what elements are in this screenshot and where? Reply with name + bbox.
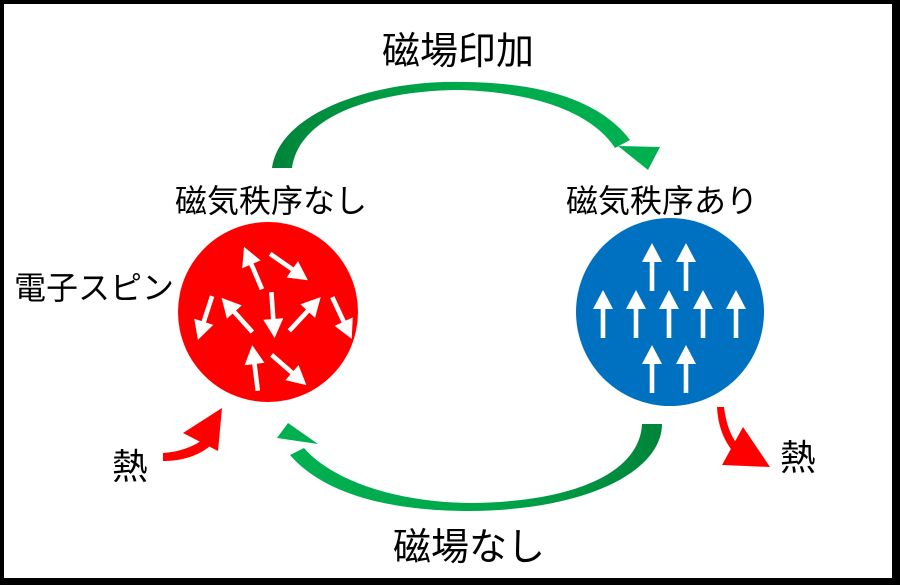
spin-arrow [287,297,321,333]
remove-field-arrow [277,423,662,511]
heat-out-arrow-head [722,427,770,467]
spin-arrow [693,290,713,338]
apply-field-arrow-head [618,146,660,170]
disordered-spin-sphere [178,222,358,402]
spin-arrow [593,290,613,338]
spin-arrow [242,246,265,291]
remove-field-arrow-head [277,423,318,444]
heat-in-label: 熱 [112,447,149,488]
spin-arrow [263,291,284,338]
spin-arrow [626,290,646,338]
magnetic-order-label: 磁気秩序あり [566,182,759,220]
spin-arrow [270,353,307,386]
heat-out-arrow-body [717,407,737,449]
spin-arrow [659,290,679,338]
heat-in-arrow-body [163,438,210,461]
spin-arrow [268,251,308,281]
spin-arrow [244,345,265,392]
spin-arrow [676,345,696,393]
spin-arrow [221,297,255,334]
spin-arrow [676,243,696,291]
spin-arrow [330,296,353,339]
apply-field-label: 磁場印加 [382,29,535,73]
heat-in-arrow-head [183,408,222,451]
heat-out-arrow [717,407,770,467]
heat-out-label: 熱 [780,438,817,479]
remove-field-arrow-body [290,424,662,511]
disordered-spins [194,246,353,392]
spin-arrow [642,345,662,393]
spin-arrow [194,295,215,340]
apply-field-arrow-body [272,81,630,168]
no-magnetic-order-label: 磁気秩序なし [175,182,368,220]
heat-in-arrow [163,408,222,461]
electron-spin-label: 電子スピン [14,269,175,307]
apply-field-arrow [272,81,660,170]
spin-arrow [642,243,662,291]
ordered-spins [593,243,746,393]
spin-arrow [726,290,746,338]
no-field-label: 磁場なし [393,525,546,569]
